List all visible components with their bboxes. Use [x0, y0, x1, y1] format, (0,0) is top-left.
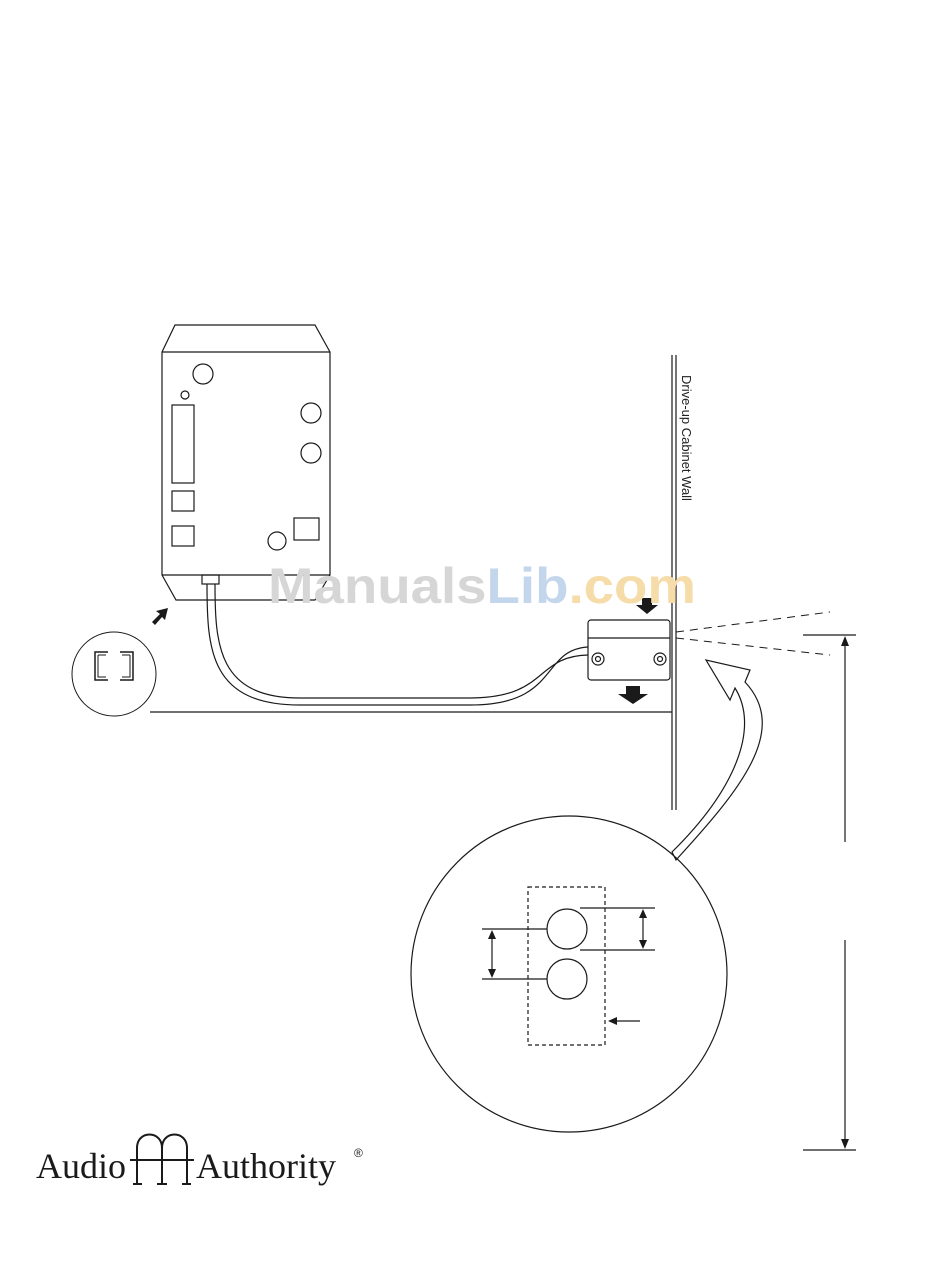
aa-logo-mark: [130, 1135, 194, 1185]
callout-arrow-icon: [672, 660, 762, 860]
down-arrow-bold-icon: [618, 686, 648, 704]
corner-arrow-icon: [152, 608, 168, 625]
mounting-detail-circle: [411, 816, 727, 1132]
wall-label: Drive-up Cabinet Wall: [679, 375, 694, 501]
audio-authority-logo: Audio Authority ®: [36, 1135, 363, 1187]
sensor-beam: [676, 612, 830, 655]
svg-text:Audio: Audio: [36, 1146, 126, 1186]
mounting-hole-bottom: [547, 959, 587, 999]
svg-text:®: ®: [354, 1146, 363, 1160]
svg-text:Authority: Authority: [196, 1146, 336, 1186]
jumper-detail-circle: [72, 632, 156, 716]
mounting-hole-top: [547, 909, 587, 949]
detail-arrowheads: [488, 909, 647, 1025]
height-dimension: [803, 635, 856, 1150]
sensor-unit: [588, 620, 670, 680]
